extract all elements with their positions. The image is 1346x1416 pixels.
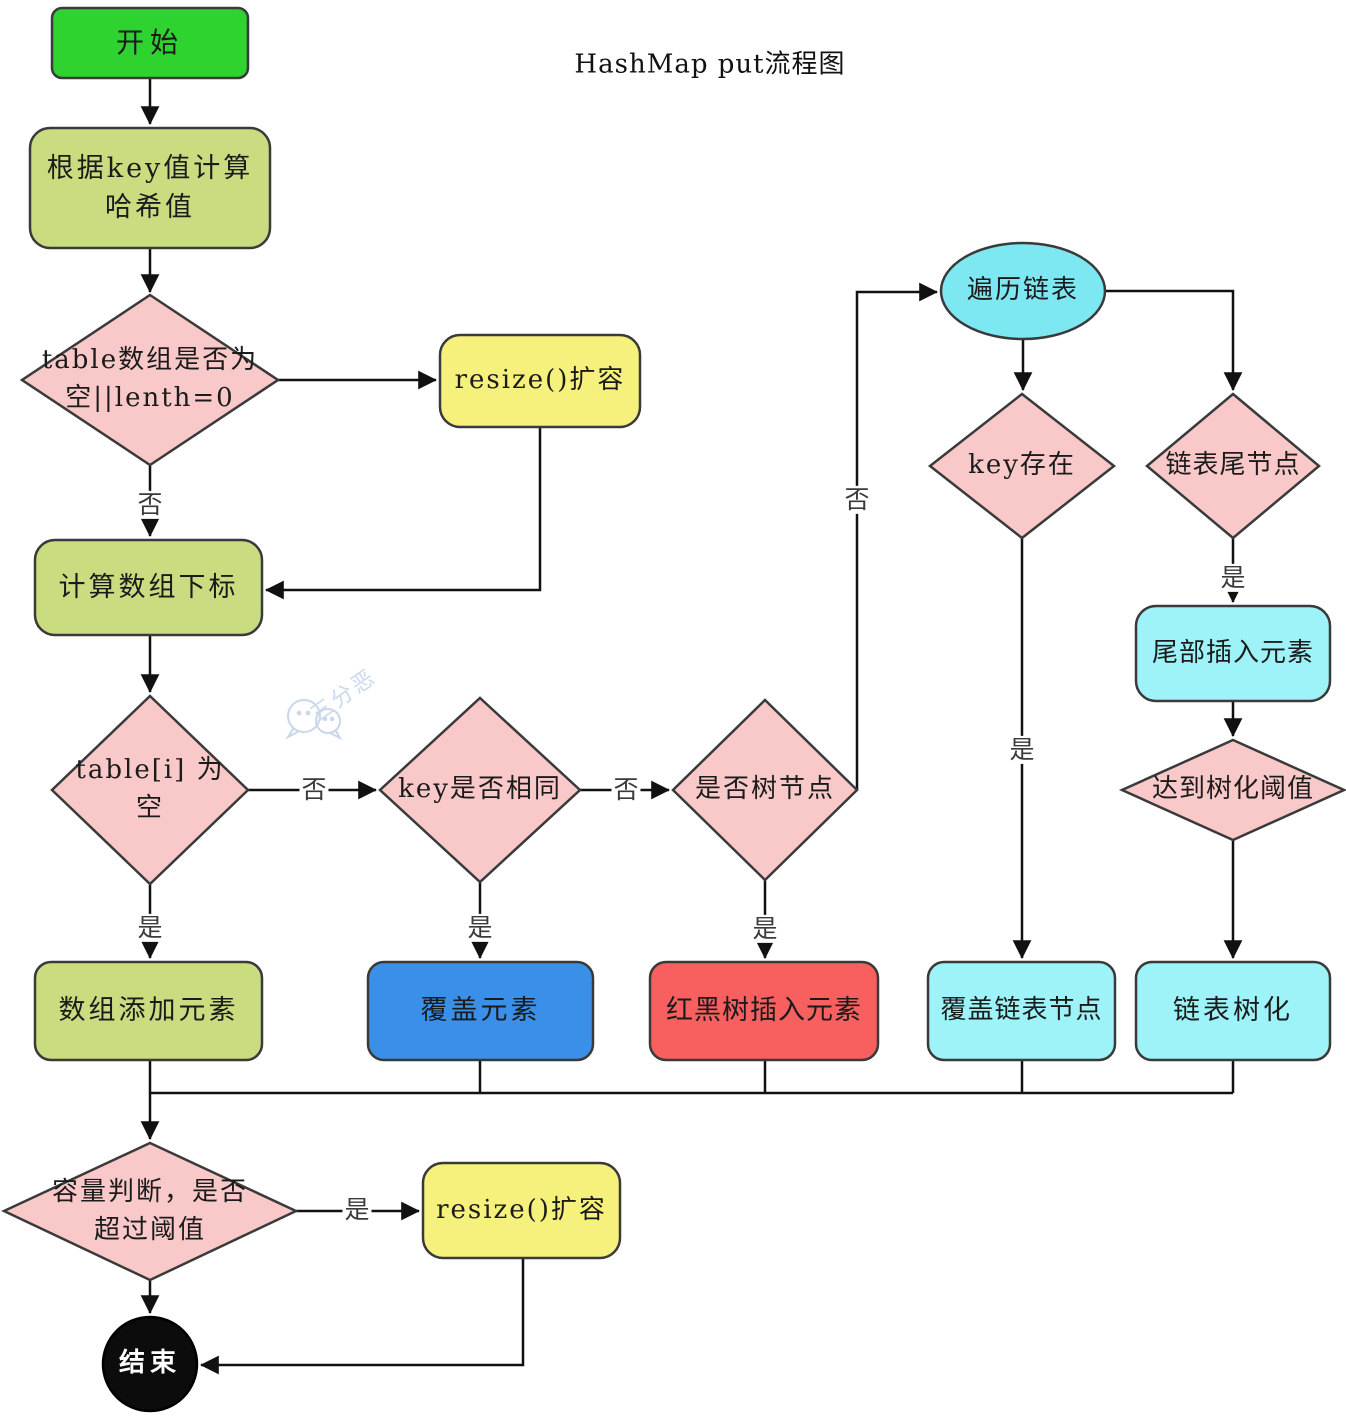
traverse-list-node-shape (939, 241, 1107, 341)
diagram-title: HashMap put流程图 (574, 49, 846, 80)
decision-capacity-shape (1, 1141, 299, 1282)
resize2-node-shape (421, 1161, 622, 1260)
resize1-node-shape (438, 333, 642, 429)
list-treeify-node-shape (1134, 960, 1332, 1062)
decision-table-i-shape (50, 694, 250, 886)
calc-hash-node-shape (28, 126, 272, 250)
end-node-shape (101, 1315, 199, 1413)
wechat-watermark-icon (285, 699, 343, 741)
start-node-shape (50, 6, 250, 80)
overwrite-node-shape (366, 960, 595, 1062)
decision-tree-node-shape (671, 698, 859, 882)
decision-tail-node-shape (1145, 392, 1321, 540)
edge-merge-bus (150, 1060, 1235, 1095)
edge-tree-node-no-to-traverse (855, 282, 938, 790)
decision-key-same-shape (378, 696, 582, 884)
add-array-node-shape (33, 960, 264, 1062)
edge-resize2-to-end (200, 1258, 525, 1375)
overwrite-list-node-shape (926, 960, 1117, 1062)
calc-index-node-shape (33, 538, 264, 637)
decision-table-empty-shape (19, 293, 281, 467)
tail-insert-node-shape (1134, 604, 1332, 703)
edge-resize1-to-calc-index (265, 427, 542, 600)
decision-treeify-threshold-shape (1118, 738, 1346, 842)
rbtree-insert-node-shape (648, 960, 880, 1062)
decision-key-exist-shape (927, 392, 1117, 540)
edge-traverse-to-tail-node (1105, 289, 1243, 391)
